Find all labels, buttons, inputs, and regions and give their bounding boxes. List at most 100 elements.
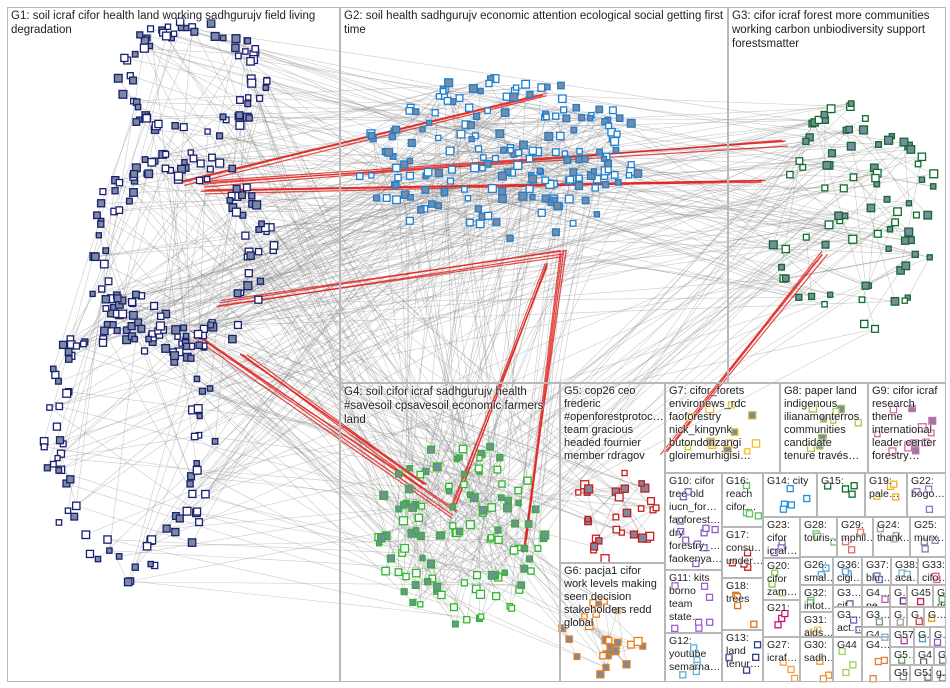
node-g3[interactable] [906, 145, 916, 154]
node-g4[interactable] [423, 577, 432, 586]
node-g1[interactable] [175, 17, 185, 26]
node-g2[interactable] [384, 147, 394, 157]
node-g6[interactable] [565, 635, 573, 643]
node-g2[interactable] [600, 155, 608, 162]
node-g4[interactable] [501, 569, 509, 576]
node-g6[interactable] [584, 621, 594, 631]
node-g4[interactable] [408, 503, 418, 512]
node-gx5[interactable] [927, 614, 936, 622]
node-g4[interactable] [523, 476, 532, 485]
node-g3[interactable] [805, 133, 814, 142]
node-g1[interactable] [196, 159, 205, 168]
node-g1[interactable] [182, 506, 192, 516]
node-g4[interactable] [426, 445, 436, 454]
node-g3[interactable] [845, 125, 854, 134]
node-g3[interactable] [901, 297, 908, 304]
node-g3[interactable] [929, 169, 939, 179]
node-g4[interactable] [476, 454, 483, 462]
node-g16[interactable] [745, 510, 754, 518]
node-gx2[interactable] [938, 595, 946, 603]
node-g4[interactable] [504, 496, 513, 505]
node-g18[interactable] [733, 601, 742, 610]
node-g29[interactable] [856, 528, 865, 536]
node-g2[interactable] [464, 195, 472, 202]
node-g3[interactable] [917, 152, 927, 162]
node-g3[interactable] [904, 227, 914, 237]
node-g3[interactable] [795, 157, 804, 165]
node-g1[interactable] [231, 34, 241, 44]
node-g2[interactable] [392, 181, 400, 189]
node-g2[interactable] [435, 93, 443, 100]
node-g2[interactable] [417, 206, 425, 214]
node-g31[interactable] [814, 626, 822, 634]
node-g6[interactable] [602, 663, 610, 672]
node-g2[interactable] [590, 168, 598, 175]
node-g2[interactable] [498, 194, 507, 203]
node-g1[interactable] [142, 541, 152, 551]
node-g9[interactable] [888, 447, 897, 456]
node-g6[interactable] [613, 638, 622, 647]
node-g22[interactable] [925, 485, 933, 493]
node-g4[interactable] [477, 613, 485, 620]
node-g2[interactable] [576, 147, 583, 155]
node-g1[interactable] [219, 34, 227, 42]
node-g2[interactable] [561, 150, 569, 157]
node-g1[interactable] [246, 251, 255, 260]
node-g1[interactable] [72, 342, 81, 350]
node-g3[interactable] [883, 135, 894, 145]
node-g2[interactable] [529, 193, 536, 201]
node-g1[interactable] [145, 335, 152, 343]
node-g1[interactable] [71, 501, 81, 511]
node-g5[interactable] [584, 515, 592, 523]
node-g2[interactable] [474, 145, 483, 153]
node-g1[interactable] [81, 530, 91, 540]
node-g5[interactable] [652, 504, 660, 512]
node-g2[interactable] [563, 156, 572, 165]
node-g4x1[interactable] [881, 595, 889, 604]
node-g4[interactable] [379, 490, 389, 500]
node-g1[interactable] [174, 333, 181, 340]
node-g4[interactable] [540, 530, 550, 540]
node-g5x2[interactable] [899, 673, 908, 681]
node-g1[interactable] [55, 402, 64, 411]
node-g7[interactable] [685, 412, 694, 421]
node-g2[interactable] [468, 136, 475, 143]
node-g2[interactable] [470, 163, 480, 173]
node-g1[interactable] [64, 347, 73, 356]
node-g29[interactable] [841, 538, 850, 546]
node-g6[interactable] [622, 660, 631, 669]
node-g20[interactable] [768, 580, 776, 588]
node-g2[interactable] [572, 103, 581, 112]
node-g4[interactable] [493, 465, 502, 474]
node-g4[interactable] [494, 535, 503, 544]
node-g30[interactable] [816, 657, 824, 665]
node-g3[interactable] [899, 137, 909, 147]
node-g4[interactable] [418, 502, 426, 510]
node-g32[interactable] [806, 599, 814, 607]
node-g1[interactable] [104, 277, 113, 286]
node-g3[interactable] [781, 244, 790, 254]
node-g2[interactable] [392, 125, 401, 134]
node-g5[interactable] [590, 542, 599, 551]
node-g22[interactable] [913, 487, 921, 496]
node-g10[interactable] [684, 488, 692, 496]
node-g1[interactable] [182, 332, 190, 340]
node-g4[interactable] [497, 494, 505, 501]
node-g2[interactable] [460, 185, 468, 193]
node-g2[interactable] [578, 114, 586, 122]
node-g1[interactable] [251, 200, 262, 210]
node-g8[interactable] [808, 404, 818, 413]
node-g4[interactable] [398, 516, 409, 526]
node-g17[interactable] [740, 560, 748, 568]
node-g4[interactable] [469, 493, 479, 503]
node-g2[interactable] [552, 112, 560, 120]
node-g1[interactable] [242, 183, 251, 192]
node-g4[interactable] [445, 487, 453, 495]
node-g2[interactable] [419, 126, 426, 133]
node-g1[interactable] [263, 77, 271, 85]
node-g6[interactable] [596, 670, 605, 679]
node-g9[interactable] [917, 423, 927, 433]
node-g1[interactable] [52, 422, 62, 431]
node-g8[interactable] [806, 443, 815, 452]
node-g4[interactable] [400, 543, 410, 553]
